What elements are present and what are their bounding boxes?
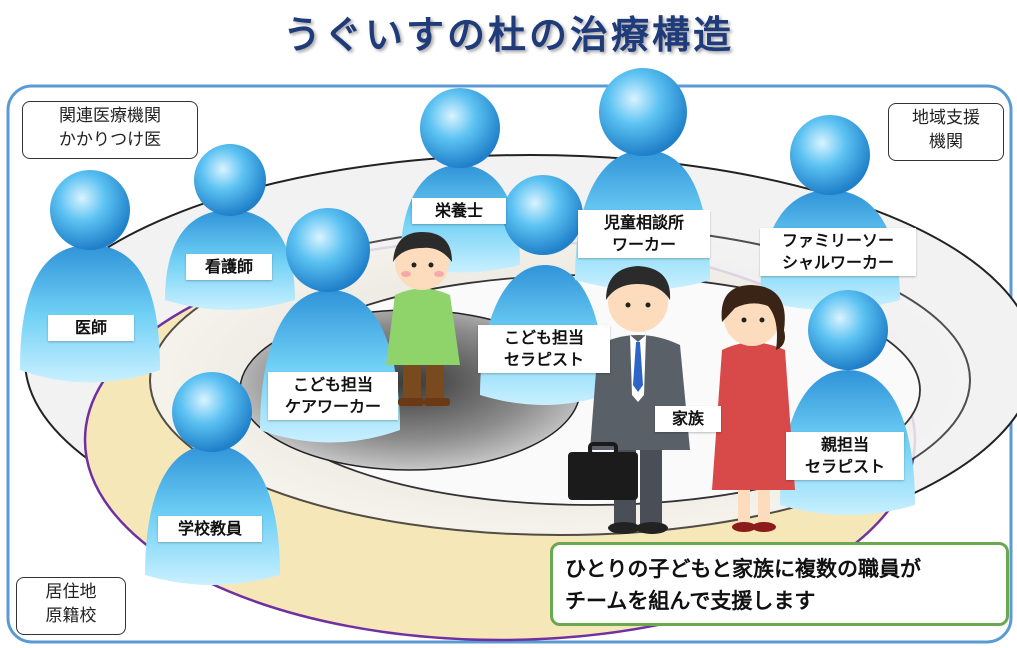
- community-support-box: 地域支援 機関: [888, 103, 1004, 161]
- label-parent-therapist-line1: 親担当: [820, 435, 869, 454]
- person-school-teacher: [145, 372, 280, 585]
- label-child-therapist-line1: こども担当: [503, 328, 584, 347]
- label-doctor: 医師: [48, 315, 134, 341]
- community-support-line2: 機関: [929, 132, 963, 152]
- community-support-line1: 地域支援: [912, 108, 980, 128]
- label-child-guidance-worker: 児童相談所 ワーカー: [578, 210, 710, 258]
- related-medical-line2: かかりつけ医: [58, 130, 162, 150]
- related-medical-box: 関連医療機関 かかりつけ医: [22, 101, 198, 159]
- label-nurse: 看護師: [186, 254, 272, 280]
- label-family-social-worker-line1: ファミリーソー: [781, 231, 894, 250]
- label-child-guidance-worker-line2: ワーカー: [611, 235, 676, 254]
- father-illustration: [568, 266, 690, 534]
- label-school-teacher: 学校教員: [158, 516, 262, 542]
- person-doctor: [20, 170, 160, 383]
- label-family-social-worker-line2: シャルワーカー: [781, 253, 894, 272]
- label-nutritionist: 栄養士: [412, 198, 506, 224]
- label-child-care-worker-line2: ケアワーカー: [284, 397, 381, 416]
- message-line1: ひとりの子どもと家族に複数の職員が: [565, 557, 921, 581]
- label-child-therapist: こども担当 セラピスト: [478, 325, 610, 373]
- residence-line1: 居住地: [45, 582, 97, 602]
- label-child-care-worker: こども担当 ケアワーカー: [268, 372, 398, 420]
- child-illustration: [386, 232, 460, 406]
- label-parent-therapist: 親担当 セラピスト: [786, 432, 904, 480]
- message-line2: チームを組んで支援します: [565, 589, 816, 613]
- team-support-message: ひとりの子どもと家族に複数の職員が チームを組んで支援します: [550, 542, 1009, 626]
- mother-illustration: [712, 285, 795, 532]
- label-child-care-worker-line1: こども担当: [292, 375, 373, 394]
- page-title: うぐいすの杜の治療構造: [282, 13, 734, 57]
- label-family-social-worker: ファミリーソー シャルワーカー: [760, 228, 916, 276]
- residence-box: 居住地 原籍校: [16, 577, 126, 635]
- label-child-guidance-worker-line1: 児童相談所: [603, 213, 684, 232]
- label-parent-therapist-line2: セラピスト: [804, 457, 885, 476]
- label-family: 家族: [655, 406, 721, 432]
- related-medical-line1: 関連医療機関: [59, 106, 161, 126]
- label-child-therapist-line2: セラピスト: [503, 350, 584, 369]
- residence-line2: 原籍校: [45, 606, 97, 626]
